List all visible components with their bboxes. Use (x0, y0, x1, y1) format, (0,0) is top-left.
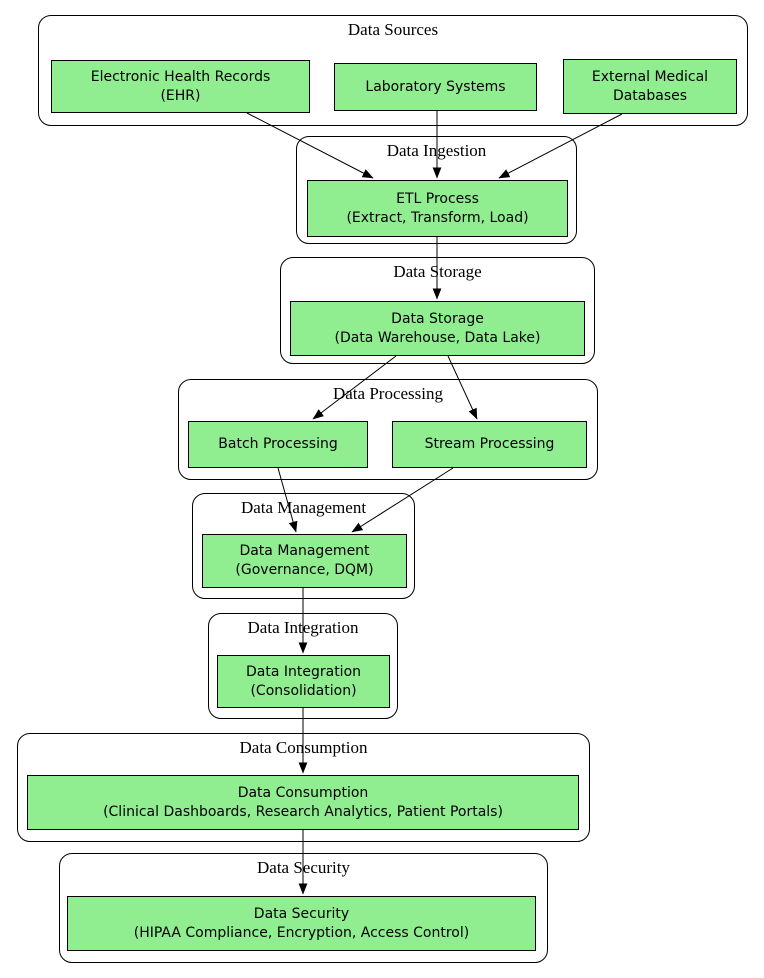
node-data-consumption: Data Consumption (Clinical Dashboards, R… (27, 775, 579, 830)
node-label: Data Storage (Data Warehouse, Data Lake) (334, 310, 541, 346)
node-data-storage: Data Storage (Data Warehouse, Data Lake) (290, 301, 585, 356)
edge-extmed-to-etl (498, 113, 623, 179)
node-label: Batch Processing (218, 436, 338, 452)
cluster-data-sources: Data Sources (38, 15, 748, 126)
node-data-security: Data Security (HIPAA Compliance, Encrypt… (67, 896, 536, 951)
node-label: Data Security (HIPAA Compliance, Encrypt… (133, 905, 470, 941)
cluster-title-data-processing: Data Processing (332, 384, 443, 403)
cluster-data-processing: Data Processing (178, 379, 598, 480)
node-stream-processing: Stream Processing (392, 421, 587, 468)
edge-ehr-to-etl (246, 112, 374, 179)
node-data-management: Data Management (Governance, DQM) (202, 534, 407, 588)
node-label: External Medical Databases (591, 68, 709, 104)
node-electronic-health-records: Electronic Health Records (EHR) (51, 60, 310, 113)
node-label: Stream Processing (424, 436, 555, 452)
edge-storage-to-batch (312, 355, 397, 420)
cluster-title-data-sources: Data Sources (347, 20, 439, 39)
cluster-title-data-management: Data Management (240, 498, 367, 517)
node-data-integration: Data Integration (Consolidation) (217, 655, 390, 708)
node-label: Data Consumption (Clinical Dashboards, R… (103, 784, 503, 820)
edge-storage-to-stream (447, 355, 478, 420)
node-etl-process: ETL Process (Extract, Transform, Load) (307, 180, 568, 237)
node-laboratory-systems: Laboratory Systems (334, 63, 537, 111)
edge-batch-to-management (277, 467, 298, 533)
node-external-medical-databases: External Medical Databases (563, 59, 737, 114)
node-label: Laboratory Systems (365, 78, 506, 95)
node-label: Electronic Health Records (EHR) (90, 68, 271, 104)
cluster-title-data-ingestion: Data Ingestion (386, 141, 487, 160)
node-label: Data Integration (Consolidation) (245, 663, 362, 699)
node-batch-processing: Batch Processing (188, 421, 368, 468)
edge-stream-to-management (351, 467, 454, 533)
node-label: Data Management (Governance, DQM) (235, 543, 374, 578)
node-label: ETL Process (Extract, Transform, Load) (346, 190, 529, 226)
